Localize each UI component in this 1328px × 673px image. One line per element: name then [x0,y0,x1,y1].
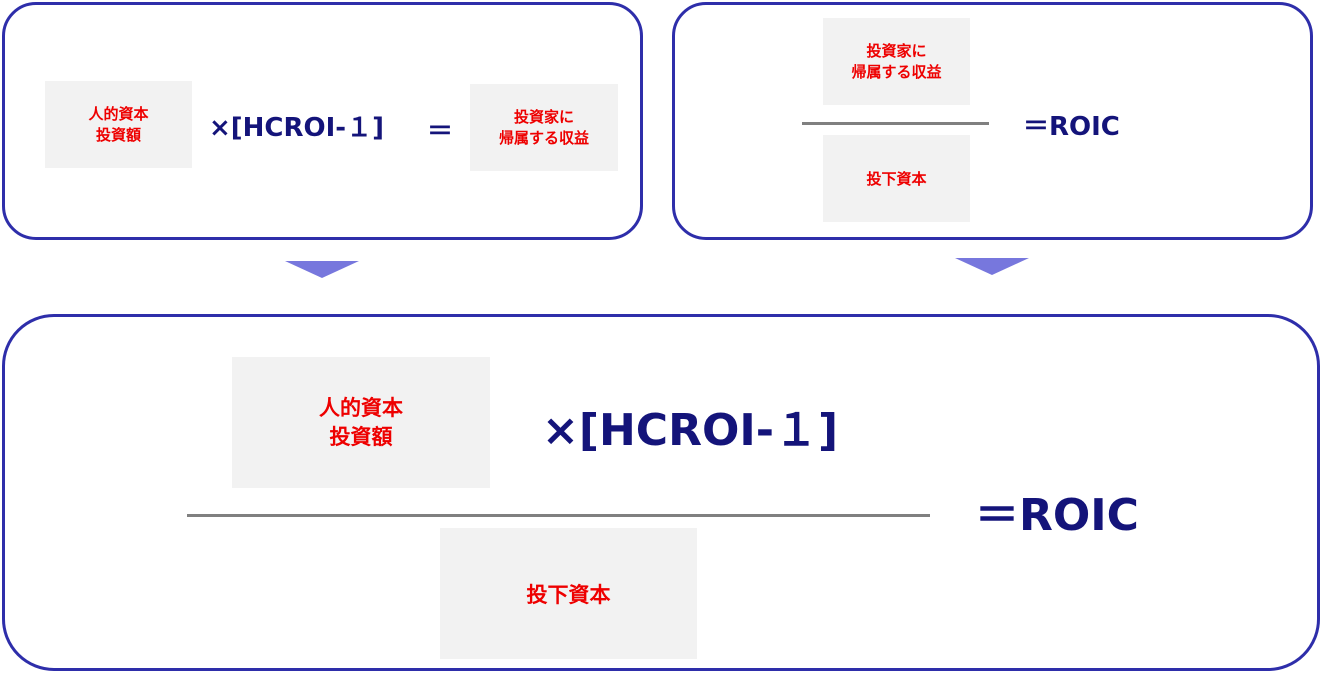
numerator-investor-return-box: 投資家に 帰属する収益 [823,18,970,105]
combined-roic-result: ＝ROIC [975,490,1139,541]
down-arrow-right [955,258,1029,275]
hcroi-multiplier: ×[HCROI-１] [209,113,384,143]
down-arrow-left [285,261,359,278]
equals-sign: ＝ [427,117,454,147]
fraction-line [802,122,989,125]
combined-formula-panel: 人的資本 投資額 ×[HCROI-１] 投下資本 ＝ROIC [2,314,1320,671]
combined-hcroi-multiplier: ×[HCROI-１] [542,405,839,456]
denominator-invested-capital-box: 投下資本 [823,135,970,222]
combined-fraction-line [187,514,930,517]
top-right-formula-panel: 投資家に 帰属する収益 投下資本 ＝ROIC [672,2,1313,240]
human-capital-investment-box: 人的資本 投資額 [45,81,192,168]
roic-result: ＝ROIC [1023,112,1120,142]
top-left-formula-panel: 人的資本 投資額 ×[HCROI-１] ＝ 投資家に 帰属する収益 [2,2,643,240]
combined-human-capital-investment-box: 人的資本 投資額 [232,357,490,488]
investor-return-box: 投資家に 帰属する収益 [470,84,618,171]
combined-invested-capital-box: 投下資本 [440,528,697,659]
